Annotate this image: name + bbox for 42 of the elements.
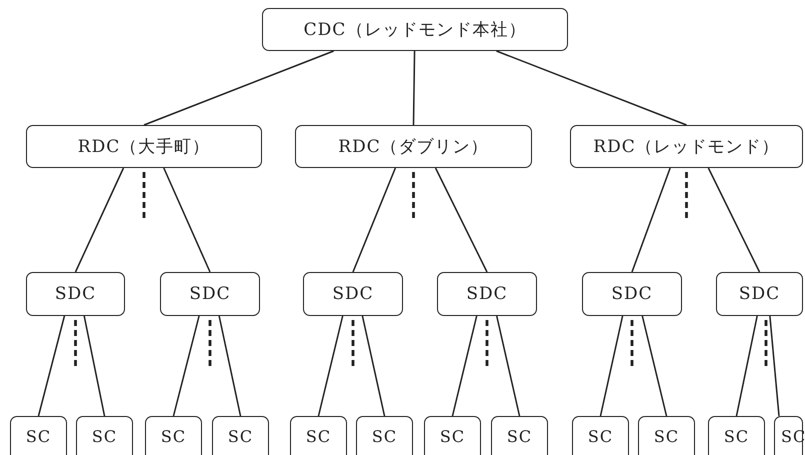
site-box: SDC bbox=[437, 272, 537, 316]
connector-line bbox=[434, 168, 488, 272]
site-box: SDC bbox=[160, 272, 260, 316]
client-box: SC bbox=[572, 416, 629, 455]
connector-line bbox=[362, 316, 386, 416]
site-box: SDC bbox=[582, 272, 682, 316]
connector-line bbox=[318, 316, 344, 416]
client-box: SC bbox=[491, 416, 548, 455]
connector-line bbox=[83, 316, 106, 416]
connector-line bbox=[769, 316, 780, 416]
connector-line bbox=[496, 316, 520, 416]
client-box: SC bbox=[356, 416, 413, 455]
connector-line bbox=[600, 316, 624, 416]
connector-line bbox=[74, 168, 124, 272]
client-box: SC bbox=[10, 416, 67, 455]
connector-line bbox=[736, 316, 758, 416]
center-box: CDC（レッドモンド本社） bbox=[262, 8, 568, 51]
connector-line bbox=[708, 168, 760, 272]
client-box: SC bbox=[145, 416, 202, 455]
connector-line bbox=[172, 316, 200, 416]
connector-line bbox=[163, 168, 211, 272]
connector-line bbox=[352, 168, 396, 272]
connector-line bbox=[642, 316, 668, 416]
region-box: RDC（大手町） bbox=[26, 125, 262, 168]
site-box: SDC bbox=[26, 272, 125, 316]
connector-line bbox=[412, 50, 416, 126]
client-box: SC bbox=[76, 416, 133, 455]
site-box: SDC bbox=[716, 272, 803, 316]
connector-line bbox=[452, 316, 478, 416]
connector-line bbox=[144, 50, 334, 126]
client-box: SC bbox=[638, 416, 695, 455]
client-box: SC bbox=[708, 416, 765, 455]
site-box: SDC bbox=[303, 272, 403, 316]
connector-line bbox=[496, 50, 687, 126]
region-box: RDC（レッドモンド） bbox=[570, 125, 803, 168]
client-box: SC bbox=[290, 416, 347, 455]
client-box: SC bbox=[424, 416, 481, 455]
connector-line bbox=[631, 168, 671, 272]
connector-line bbox=[218, 316, 242, 416]
region-box: RDC（ダブリン） bbox=[295, 125, 532, 168]
client-box: SC bbox=[212, 416, 269, 455]
connector-line bbox=[38, 316, 66, 416]
